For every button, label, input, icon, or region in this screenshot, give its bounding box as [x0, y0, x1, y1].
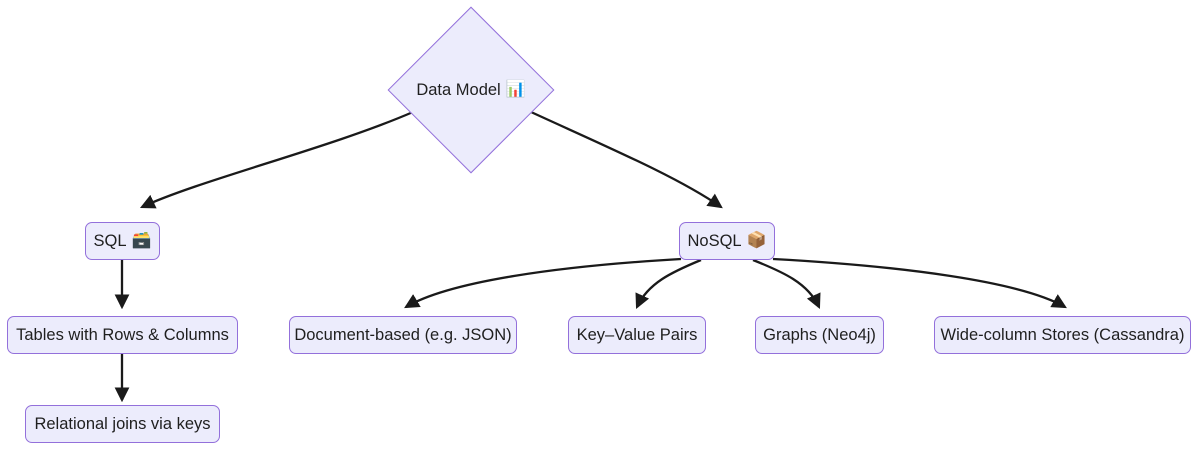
node-widecolumn[interactable]: Wide-column Stores (Cassandra): [934, 316, 1191, 354]
node-nosql[interactable]: NoSQL 📦: [679, 222, 775, 260]
edge-datamodel-nosql: [530, 110, 723, 209]
card-file-box-emoji: 🗃️: [131, 232, 152, 249]
node-data-model-label: Data Model: [416, 80, 501, 99]
edge-nosql-widecolumn: [772, 257, 1067, 309]
node-document[interactable]: Document-based (e.g. JSON): [289, 316, 517, 354]
edge-nosql-document: [404, 257, 682, 309]
node-sql-label: SQL: [93, 231, 127, 250]
node-graphs[interactable]: Graphs (Neo4j): [755, 316, 884, 354]
node-widecolumn-label: Wide-column Stores (Cassandra): [940, 325, 1185, 344]
node-joins[interactable]: Relational joins via keys: [25, 405, 220, 443]
node-document-label: Document-based (e.g. JSON): [294, 325, 512, 344]
node-graphs-label: Graphs (Neo4j): [763, 325, 876, 344]
package-emoji: 📦: [746, 232, 767, 249]
edge-nosql-keyvalue: [635, 258, 702, 310]
node-joins-label: Relational joins via keys: [34, 414, 211, 433]
node-nosql-label: NoSQL: [687, 231, 742, 250]
bar-chart-emoji: 📊: [505, 81, 526, 98]
edge-nosql-graphs: [752, 258, 821, 310]
node-tables[interactable]: Tables with Rows & Columns: [7, 316, 238, 354]
node-data-model[interactable]: Data Model 📊: [391, 76, 551, 104]
node-tables-label: Tables with Rows & Columns: [16, 325, 229, 344]
node-keyvalue[interactable]: Key–Value Pairs: [568, 316, 706, 354]
node-sql[interactable]: SQL 🗃️: [85, 222, 160, 260]
edge-datamodel-sql: [139, 110, 414, 209]
node-keyvalue-label: Key–Value Pairs: [576, 325, 698, 344]
